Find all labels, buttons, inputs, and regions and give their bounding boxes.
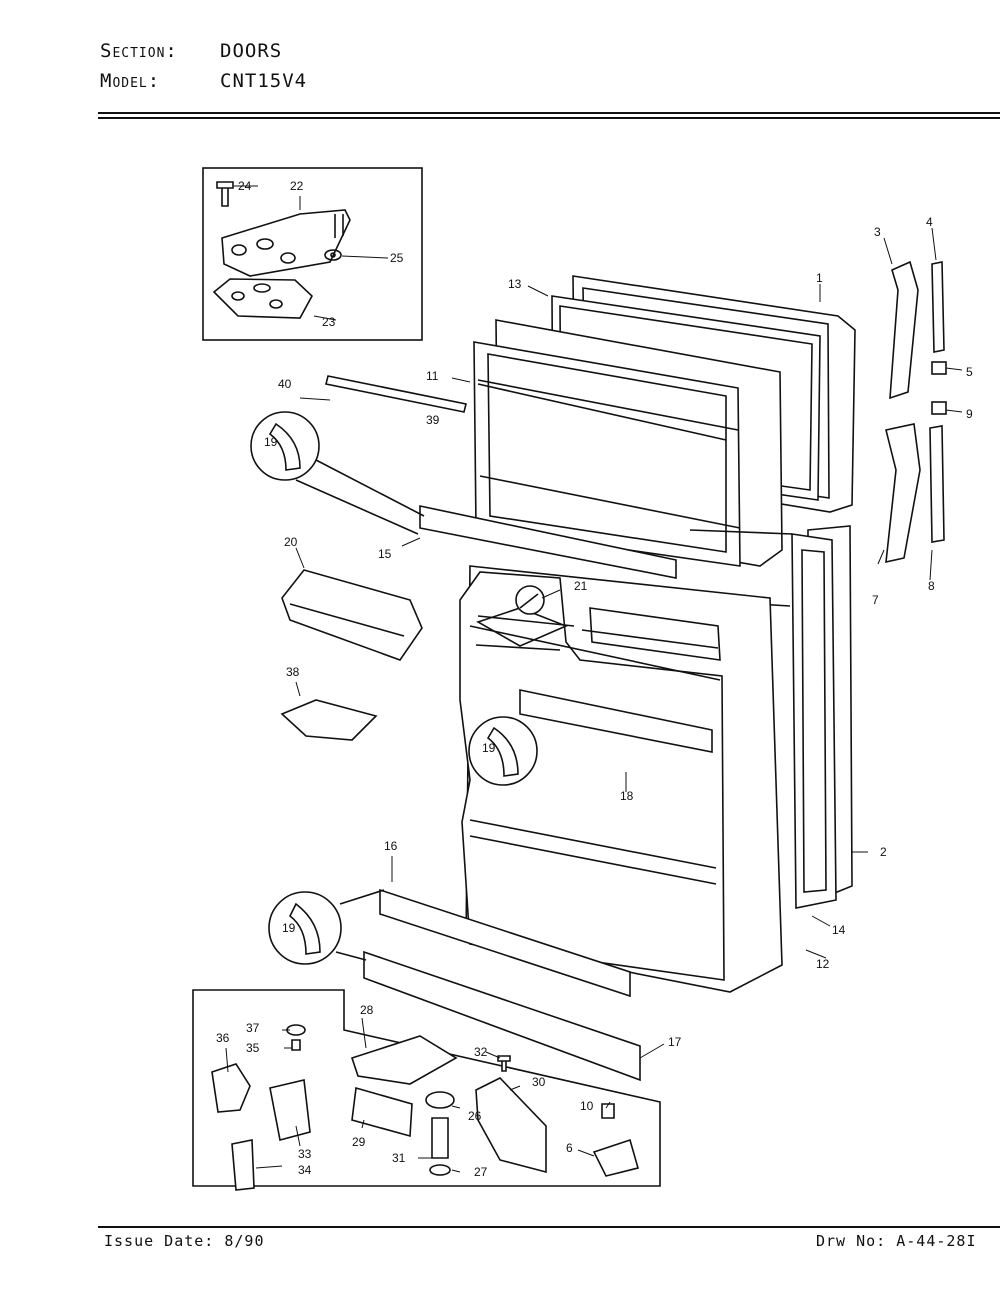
callout-4: 4: [926, 215, 933, 229]
header-rule: [98, 112, 1000, 114]
model-value: CNT15V4: [220, 70, 308, 92]
callout-40: 40: [278, 377, 292, 391]
callout-25: 25: [390, 251, 404, 265]
callout-14: 14: [832, 923, 846, 937]
callout-27: 27: [474, 1165, 488, 1179]
callout-5: 5: [966, 365, 973, 379]
callout-16: 16: [384, 839, 398, 853]
callout-24: 24: [238, 179, 252, 193]
callout-8: 8: [928, 579, 935, 593]
callout-2: 2: [880, 845, 887, 859]
callout-10: 10: [580, 1099, 594, 1113]
shelf-rod-39: [325, 375, 467, 413]
callout-15: 15: [378, 547, 392, 561]
callout-33: 33: [298, 1147, 312, 1161]
callout-23: 23: [322, 315, 336, 329]
fresh-food-door-liner: [459, 565, 783, 993]
callout-1: 1: [816, 271, 823, 285]
callout-38: 38: [286, 665, 300, 679]
callout-9: 9: [966, 407, 973, 421]
callout-35: 35: [246, 1041, 260, 1055]
callout-11: 11: [426, 369, 439, 383]
callout-32: 32: [474, 1045, 488, 1059]
callout-29: 29: [352, 1135, 366, 1149]
callout-7: 7: [872, 593, 879, 607]
magnifier-19-bottom: [268, 889, 385, 965]
callout-39: 39: [426, 413, 440, 427]
callout-37: 37: [246, 1021, 260, 1035]
callout-31: 31: [392, 1151, 406, 1165]
butter-compartment: [281, 569, 423, 661]
callout-6: 6: [566, 1141, 573, 1155]
callout-30: 30: [532, 1075, 546, 1089]
callout-36: 36: [216, 1031, 230, 1045]
freezer-door-liner: [473, 319, 783, 567]
callout-28: 28: [360, 1003, 374, 1017]
lower-hinge-inset: [192, 989, 661, 1191]
issue-date: Issue Date: 8/90: [104, 1232, 265, 1250]
callout-18: 18: [620, 789, 634, 803]
magnifier-19-mid: [468, 716, 538, 786]
callout-26: 26: [468, 1109, 482, 1123]
callout-12: 12: [816, 957, 830, 971]
shelf-rail-17: [363, 950, 641, 1082]
callout-19-bottom: 19: [282, 921, 296, 935]
callout-17: 17: [668, 1035, 682, 1049]
callout-3: 3: [874, 225, 881, 239]
upper-hinge-inset: [202, 167, 423, 341]
section-value: DOORS: [220, 40, 283, 62]
leader-lines: [225, 185, 963, 1173]
section-label: Section:: [100, 40, 178, 62]
magnifier-19-top: [250, 411, 425, 535]
door-handles: [885, 260, 947, 564]
callout-13: 13: [508, 277, 522, 291]
callout-34: 34: [298, 1163, 312, 1177]
dairy-door: [280, 699, 378, 741]
model-label: Model:: [100, 70, 161, 92]
footer-rule: [98, 1226, 1000, 1228]
header-rule-double: [98, 117, 1000, 119]
shelf-rail-15: [419, 505, 677, 579]
fresh-food-door-outer: [689, 525, 853, 909]
shelf-rail-16: [379, 888, 631, 998]
callout-19-top: 19: [264, 435, 278, 449]
drawing-number: Drw No: A-44-28I: [816, 1232, 977, 1250]
callout-19-mid: 19: [482, 741, 496, 755]
callout-21: 21: [574, 579, 588, 593]
model-line: Model: CNT15V4: [100, 70, 307, 92]
callout-20: 20: [284, 535, 298, 549]
section-line: Section: DOORS: [100, 40, 282, 62]
callout-22: 22: [290, 179, 304, 193]
